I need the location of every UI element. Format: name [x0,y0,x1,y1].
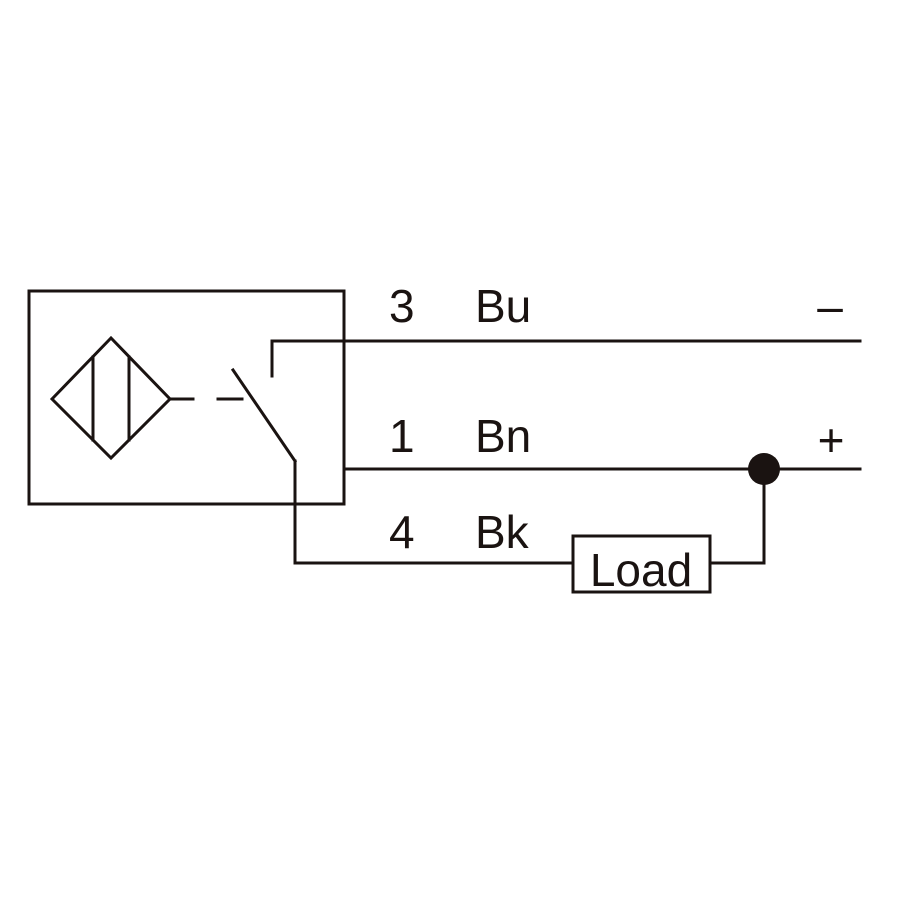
wire-bn-code: Bn [475,410,531,462]
wire-bk-code: Bk [475,506,530,558]
wire-bk [293,459,575,565]
wire-bu-polarity: – [817,280,843,332]
wire-load-return [708,467,766,565]
wire-bn-pin: 1 [389,410,415,462]
wire-bu-code: Bu [475,280,531,332]
wire-bu-pin: 3 [389,280,415,332]
load-label: Load [590,544,692,596]
wire-bn-polarity: + [818,414,845,466]
junction-dot [748,453,780,485]
wire-bk-pin: 4 [389,506,415,558]
switch-contact-icon [230,339,298,464]
sensor-symbol-icon [49,335,244,461]
sensor-housing [27,289,346,506]
